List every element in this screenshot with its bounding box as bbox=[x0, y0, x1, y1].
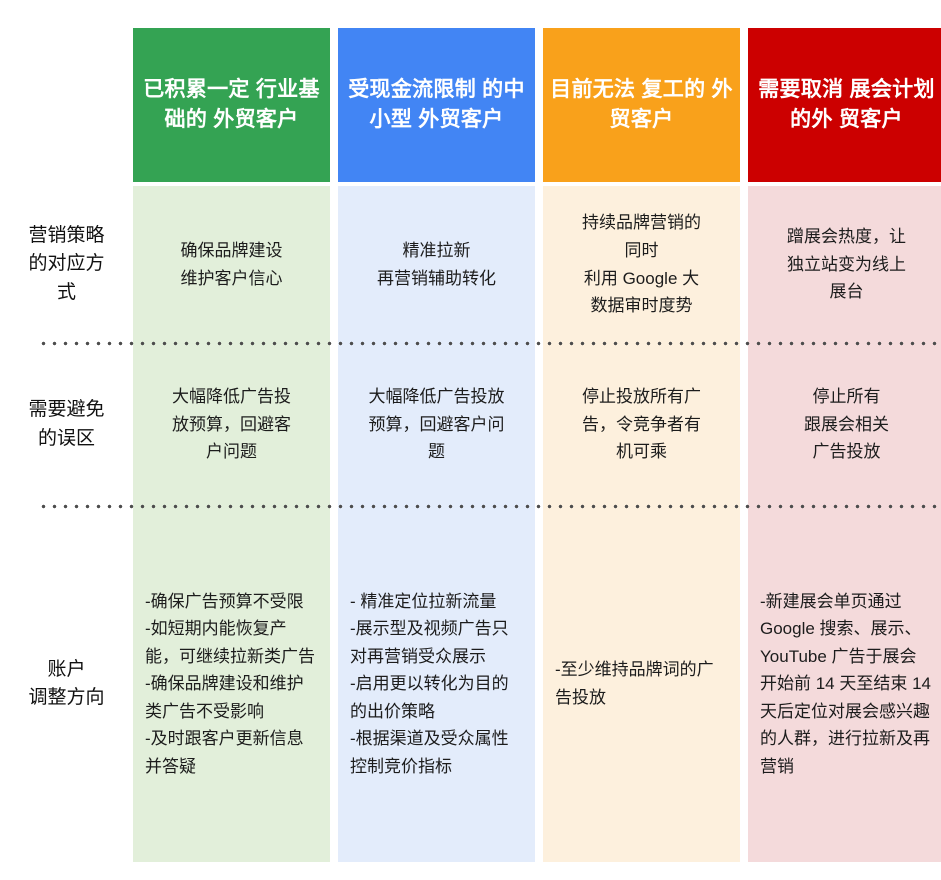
row-label-marketing-strategy: 营销策略 的对应方 式 bbox=[28, 224, 105, 303]
row-divider-dotted bbox=[38, 341, 941, 346]
cell-text: 精准拉新 再营销辅助转化 bbox=[377, 240, 496, 288]
row-divider-dotted bbox=[38, 504, 941, 509]
cell-text: 持续品牌营销的 同时 利用 Google 大 数据审时度势 bbox=[582, 213, 701, 316]
body-column-cannot-resume-work: 持续品牌营销的 同时 利用 Google 大 数据审时度势 停止投放所有广 告，… bbox=[543, 186, 740, 862]
table-cell: 停止投放所有广 告，令竞争者有 机可乘 bbox=[543, 343, 740, 506]
matrix-header-row: 已积累一定 行业基础的 外贸客户 受现金流限制 的中小型 外贸客户 目前无法 复… bbox=[0, 28, 941, 182]
row-label-account-adjustment-direction: 账户 调整方向 bbox=[28, 658, 105, 709]
cell-text: 大幅降低广告投 放预算，回避客 户问题 bbox=[172, 387, 291, 462]
table-cell: 蹭展会热度，让 独立站变为线上 展台 bbox=[748, 186, 941, 343]
cell-text: 停止所有 跟展会相关 广告投放 bbox=[804, 387, 889, 462]
body-column-cancel-expo-plan: 蹭展会热度，让 独立站变为线上 展台 停止所有 跟展会相关 广告投放 -新建展会… bbox=[748, 186, 941, 862]
cell-text: 大幅降低广告投放 预算，回避客户问 题 bbox=[368, 387, 505, 462]
row-label-pitfalls-to-avoid: 需要避免 的误区 bbox=[28, 399, 105, 449]
column-header-accumulated-industry-base: 已积累一定 行业基础的 外贸客户 bbox=[133, 28, 330, 182]
column-header-cashflow-limited-sme: 受现金流限制 的中小型 外贸客户 bbox=[338, 28, 535, 182]
table-cell: 停止所有 跟展会相关 广告投放 bbox=[748, 343, 941, 506]
table-cell: 确保品牌建设 维护客户信心 bbox=[133, 186, 330, 343]
body-column-cashflow-limited-sme: 精准拉新 再营销辅助转化 大幅降低广告投放 预算，回避客户问 题 - 精准定位拉… bbox=[338, 186, 535, 862]
column-header-cancel-expo-plan: 需要取消 展会计划的外 贸客户 bbox=[748, 28, 941, 182]
cell-text: -至少维持品牌词的广告投放 bbox=[555, 660, 714, 707]
column-header-cannot-resume-work: 目前无法 复工的 外贸客户 bbox=[543, 28, 740, 182]
table-cell: 精准拉新 再营销辅助转化 bbox=[338, 186, 535, 343]
cell-text: -确保广告预算不受限 -如短期内能恢复产能，可继续拉新类广告 -确保品牌建设和维… bbox=[145, 591, 315, 776]
table-cell: 大幅降低广告投 放预算，回避客 户问题 bbox=[133, 343, 330, 506]
cell-text: 确保品牌建设 维护客户信心 bbox=[180, 240, 283, 288]
cell-text: 蹭展会热度，让 独立站变为线上 展台 bbox=[787, 227, 906, 302]
header-corner-spacer bbox=[0, 28, 133, 182]
cell-text: - 精准定位拉新流量 -展示型及视频广告只对再营销受众展示 -启用更以转化为目的… bbox=[350, 591, 509, 776]
table-cell: 大幅降低广告投放 预算，回避客户问 题 bbox=[338, 343, 535, 506]
body-column-accumulated-industry-base: 确保品牌建设 维护客户信心 大幅降低广告投 放预算，回避客 户问题 -确保广告预… bbox=[133, 186, 330, 862]
cell-text: -新建展会单页通过 Google 搜索、展示、YouTube 广告于展会开始前 … bbox=[760, 591, 931, 776]
table-cell: 持续品牌营销的 同时 利用 Google 大 数据审时度势 bbox=[543, 186, 740, 343]
matrix-body: 营销策略 的对应方 式 需要避免 的误区 账户 调整方向 确保品牌建设 维护客户… bbox=[0, 186, 941, 862]
table-cell: - 精准定位拉新流量 -展示型及视频广告只对再营销受众展示 -启用更以转化为目的… bbox=[338, 506, 535, 862]
cell-text: 停止投放所有广 告，令竞争者有 机可乘 bbox=[582, 387, 701, 462]
table-cell: -至少维持品牌词的广告投放 bbox=[543, 506, 740, 862]
table-cell: -确保广告预算不受限 -如短期内能恢复产能，可继续拉新类广告 -确保品牌建设和维… bbox=[133, 506, 330, 862]
row-label-column: 营销策略 的对应方 式 需要避免 的误区 账户 调整方向 bbox=[0, 186, 133, 862]
table-cell: -新建展会单页通过 Google 搜索、展示、YouTube 广告于展会开始前 … bbox=[748, 506, 941, 862]
